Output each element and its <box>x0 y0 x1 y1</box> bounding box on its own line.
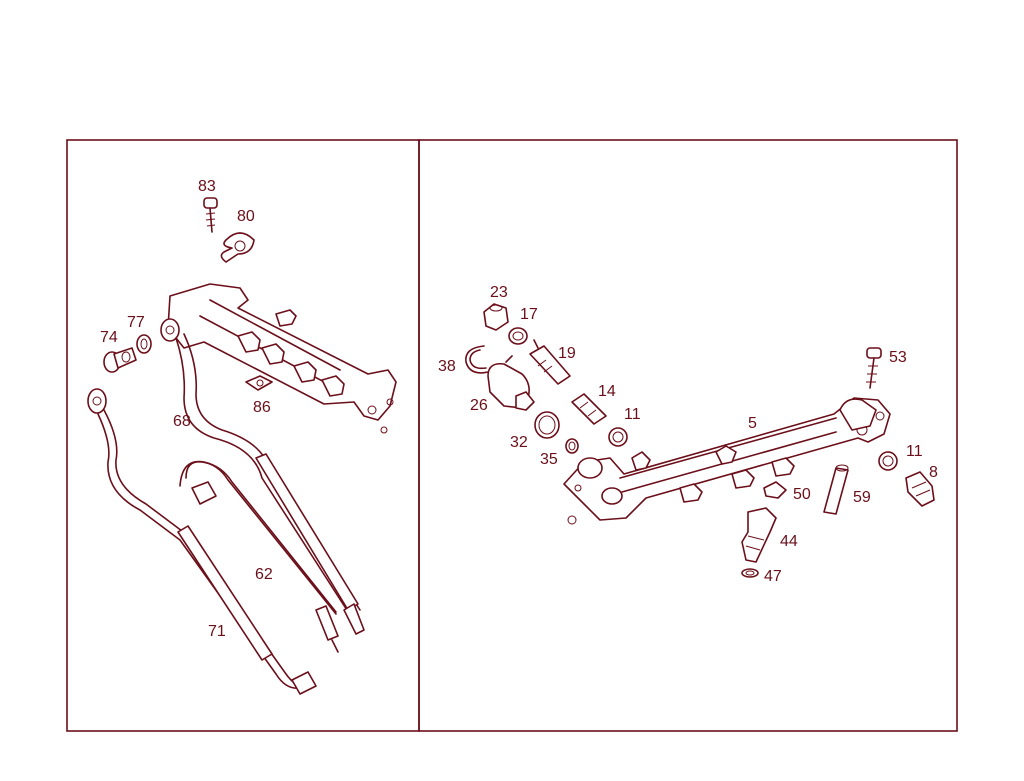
label-83: 83 <box>198 178 216 195</box>
part-86-fuel-rail[interactable] <box>167 283 397 434</box>
part-71-fuel-line[interactable] <box>87 388 317 695</box>
part-62-fuel-line[interactable] <box>179 460 339 653</box>
label-86: 86 <box>253 399 271 416</box>
label-32: 32 <box>510 434 528 451</box>
part-59-hose[interactable] <box>823 464 849 515</box>
left-panel: 83 80 74 77 68 86 62 71 <box>87 178 397 695</box>
label-11-a: 11 <box>624 406 641 423</box>
label-44: 44 <box>780 533 798 550</box>
label-11-b: 11 <box>906 443 923 460</box>
part-26-pressure-regulator[interactable] <box>487 355 535 411</box>
label-5: 5 <box>748 415 757 432</box>
part-19-valve[interactable] <box>529 339 571 385</box>
label-47: 47 <box>764 568 782 585</box>
part-44-injector[interactable] <box>741 507 777 563</box>
label-17: 17 <box>520 306 538 323</box>
part-74-banjo-bolt[interactable] <box>103 347 137 373</box>
label-19: 19 <box>558 345 576 362</box>
part-8-fitting[interactable] <box>905 471 935 507</box>
label-23: 23 <box>490 284 508 301</box>
left-panel-frame <box>66 139 420 732</box>
part-80-clamp[interactable] <box>220 232 255 263</box>
part-47-seal[interactable] <box>741 568 759 578</box>
right-panel-frame <box>418 139 958 732</box>
label-38: 38 <box>438 358 456 375</box>
label-80: 80 <box>237 208 255 225</box>
label-62: 62 <box>255 566 273 583</box>
part-5-fuel-rail[interactable] <box>563 397 891 525</box>
part-23-cap[interactable] <box>483 303 509 331</box>
part-32-o-ring[interactable] <box>534 411 560 439</box>
part-11-seal-ring-a[interactable] <box>608 427 628 447</box>
part-86-square-nut[interactable] <box>245 375 273 391</box>
part-68-fuel-line[interactable] <box>160 318 365 635</box>
part-53-bolt[interactable] <box>866 347 882 389</box>
label-35: 35 <box>540 451 558 468</box>
part-14-valve[interactable] <box>571 393 607 425</box>
part-50-clip[interactable] <box>763 481 787 499</box>
label-68: 68 <box>173 413 191 430</box>
right-panel: 23 17 19 38 26 14 11 32 35 5 53 11 8 50 … <box>438 284 938 585</box>
label-14: 14 <box>598 383 616 400</box>
part-38-retaining-ring[interactable] <box>465 345 489 374</box>
label-50: 50 <box>793 486 811 503</box>
label-77: 77 <box>127 314 145 331</box>
label-26: 26 <box>470 397 488 414</box>
label-53: 53 <box>889 349 907 366</box>
part-35-seal[interactable] <box>565 438 579 454</box>
part-17-seal-ring[interactable] <box>508 327 528 345</box>
part-11-seal-ring-b[interactable] <box>878 451 898 471</box>
label-8: 8 <box>929 464 938 481</box>
label-59: 59 <box>853 489 871 506</box>
label-71: 71 <box>208 623 226 640</box>
part-77-sealing-washer[interactable] <box>136 334 152 354</box>
label-74: 74 <box>100 329 118 346</box>
part-83-bolt[interactable] <box>203 197 218 233</box>
